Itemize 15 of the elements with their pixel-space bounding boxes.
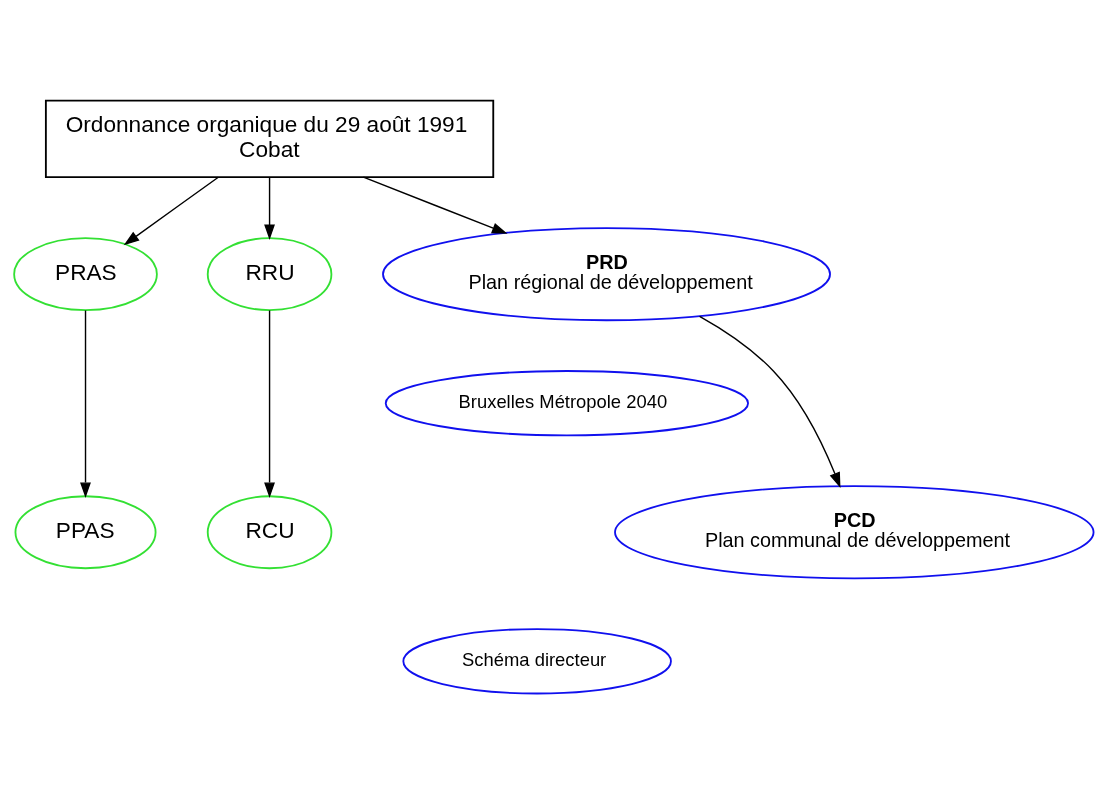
arrow (264, 309, 276, 499)
arrow (264, 176, 276, 240)
node-ellipse: Bruxelles Métropole 2040 (384, 370, 749, 437)
node-ellipse: PPAS (14, 495, 157, 570)
node-ellipse: RCU (206, 495, 333, 570)
node-ellipse: RRU (206, 237, 333, 312)
node-ellipse: PRAS (13, 237, 158, 312)
arrow (362, 176, 508, 234)
node-ellipse: PCD Plan communal de développement (614, 485, 1095, 580)
node-box: Ordonnance organique du 29 août 1991 Cobat (44, 99, 495, 179)
node-ellipse: Schéma directeur (402, 628, 672, 695)
node-ellipse: PRD Plan régional de développement (382, 227, 831, 322)
arrow (123, 176, 219, 246)
arrow (698, 315, 841, 488)
arrow (80, 309, 91, 499)
